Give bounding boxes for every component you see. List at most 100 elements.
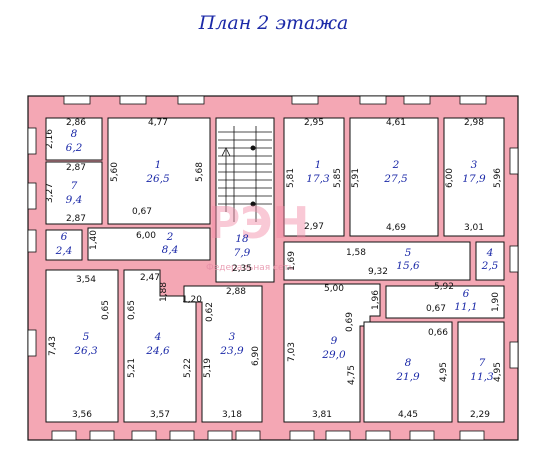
dim-label: 5,92	[434, 282, 454, 292]
watermark-text: Федеральная сеть	[206, 263, 294, 273]
dim-label: 5,60	[110, 162, 120, 182]
room-area: 26,3	[73, 345, 98, 357]
dim-label: 2,97	[304, 222, 324, 232]
dim-label: 6,00	[445, 168, 455, 188]
room-2-right-shape	[349, 117, 439, 237]
staircase	[218, 126, 272, 222]
room-num: 1	[315, 159, 322, 171]
dim-label: 2,16	[45, 129, 55, 149]
room-area: 23,9	[219, 345, 244, 357]
dim-label: 5,96	[493, 168, 503, 188]
room-num: 18	[235, 233, 249, 245]
dim-label: 1,88	[159, 282, 169, 302]
dim-label: 2,98	[464, 118, 484, 128]
room-num: 6	[61, 231, 68, 243]
room-5-bottom-left-shape	[45, 269, 119, 423]
room-area: 29,0	[321, 349, 346, 361]
room-num: 3	[471, 159, 478, 171]
room-num: 2	[392, 159, 400, 171]
dim-label: 4,75	[347, 365, 357, 385]
room-5-corridor-right-shape	[283, 241, 471, 281]
room-num: 8	[405, 357, 412, 369]
dim-label: 6,00	[136, 231, 156, 241]
room-6-left-shape	[45, 229, 83, 261]
windows-side	[27, 127, 519, 369]
dim-label: 2,86	[66, 118, 86, 128]
room-area: 2,4	[55, 245, 73, 257]
dim-label: 5,22	[183, 358, 193, 378]
room-num: 5	[83, 331, 90, 343]
dim-label: 1,58	[346, 248, 366, 258]
dim-label: 0,67	[426, 304, 446, 314]
stair-marker-1	[250, 145, 256, 151]
dim-label: 1,69	[287, 251, 297, 271]
room-area: 26,5	[145, 173, 170, 185]
stair-marker-2	[250, 201, 256, 207]
dim-label: 3,56	[72, 410, 92, 420]
dim-label: 1,40	[89, 230, 99, 250]
room-area: 21,9	[395, 371, 420, 383]
dim-label: 4,77	[148, 118, 168, 128]
dim-label: 2,95	[304, 118, 324, 128]
room-num: 4	[154, 331, 162, 343]
room-num: 5	[405, 247, 412, 259]
room-area: 27,5	[383, 173, 408, 185]
dim-label: 7,43	[48, 336, 58, 356]
windows-bottom	[51, 430, 485, 441]
dim-label: 5,85	[333, 168, 343, 188]
room-1-left-shape	[107, 117, 211, 225]
dim-label: 0,67	[132, 207, 152, 217]
dim-label: 4,69	[386, 223, 406, 233]
room-6-right-shape	[385, 285, 505, 319]
dim-label: 2,29	[470, 410, 490, 420]
room-4-right-shape	[475, 241, 505, 281]
dim-label: 2,35	[232, 264, 252, 274]
windows-top	[63, 95, 487, 105]
dim-label: 4,95	[493, 362, 503, 382]
dim-label: 0,62	[205, 302, 215, 322]
dim-label: 3,27	[45, 183, 55, 203]
dim-label: 2,87	[66, 214, 86, 224]
room-area: 2,5	[481, 260, 499, 272]
room-area: 15,6	[396, 260, 420, 272]
room-3-bottom-left-shape	[183, 285, 263, 423]
dim-label: 3,01	[464, 223, 484, 233]
dim-label: 3,18	[222, 410, 242, 420]
dim-label: 5,00	[324, 284, 344, 294]
room-num: 4	[486, 247, 494, 259]
dim-label: 7,03	[287, 342, 297, 362]
room-area: 11,3	[470, 371, 494, 383]
room-7-top-left-shape	[45, 161, 103, 225]
dim-label: 5,68	[195, 162, 205, 182]
room-area: 17,3	[306, 173, 330, 185]
room-num: 8	[71, 128, 78, 140]
dim-label: 5,81	[286, 168, 296, 188]
room-8-bottom-right-shape	[363, 321, 453, 423]
room-labels: 8 6,2 7 9,4 6 2,4 1 26,5 2 8,4 18 7,9 5 …	[55, 128, 499, 383]
dim-label: 4,61	[386, 118, 406, 128]
room-8-top-left-shape	[45, 117, 103, 161]
dim-label: 6,90	[251, 346, 261, 366]
dim-label: 1,20	[182, 295, 202, 305]
dim-label: 3,81	[312, 410, 332, 420]
room-num: 3	[229, 331, 236, 343]
dim-label: 5,19	[203, 358, 213, 378]
room-num: 2	[166, 231, 174, 243]
room-3-right-shape	[443, 117, 505, 237]
room-1-right-shape	[283, 117, 345, 237]
dim-label: 3,54	[76, 275, 96, 285]
room-2-corridor-shape	[87, 227, 211, 261]
dim-label: 0,65	[127, 300, 137, 320]
dim-label: 5,91	[351, 168, 361, 188]
room-num: 6	[463, 288, 470, 300]
room-area: 9,4	[66, 194, 83, 206]
dim-label: 4,95	[439, 362, 449, 382]
room-area: 7,9	[234, 247, 251, 259]
dim-label: 0,69	[345, 312, 355, 332]
dim-label: 1,96	[371, 290, 381, 310]
dim-label: 2,47	[140, 273, 160, 283]
room-area: 11,1	[454, 301, 477, 313]
dimension-labels: 2,86 2,16 2,87 3,27 2,87 4,77 5,60 5,68 …	[45, 118, 503, 420]
room-area: 6,2	[66, 142, 83, 154]
